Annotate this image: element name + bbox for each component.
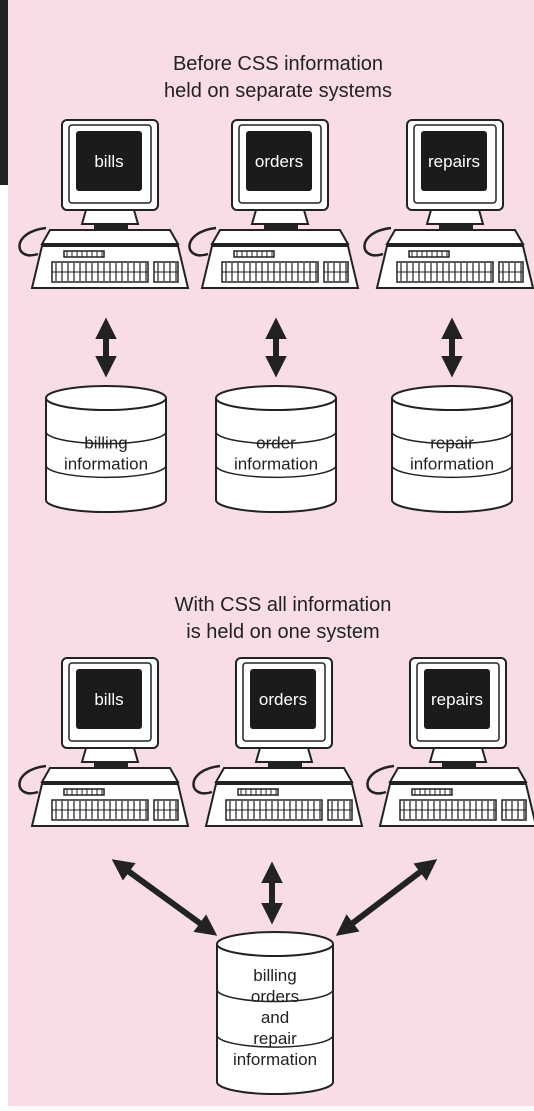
after-arrows — [111, 859, 438, 936]
database-label-line: billing — [84, 434, 127, 453]
base-unit — [388, 767, 528, 783]
database-label-line: information — [233, 1050, 317, 1069]
screen — [246, 131, 312, 191]
cable — [18, 764, 47, 795]
cable — [366, 764, 395, 795]
screen-label: repairs — [428, 152, 480, 171]
left-edge-bar — [0, 0, 8, 185]
database-label-line: and — [261, 1008, 289, 1027]
shared-computer-bills: bills — [18, 657, 190, 827]
shared-database: billing orders and repair information — [216, 931, 334, 1095]
monitor-stand — [428, 747, 488, 763]
monitor-stand — [80, 209, 140, 225]
base-unit — [40, 229, 180, 245]
database-label-line: billing — [253, 966, 296, 985]
shared-computer-repairs: repairs — [366, 657, 534, 827]
computer-orders: orders — [188, 119, 360, 289]
screen — [424, 669, 490, 729]
cable — [192, 764, 221, 795]
after-caption-line-1: With CSS all information — [175, 594, 392, 616]
screen-label: bills — [94, 690, 123, 709]
screen-label: orders — [255, 152, 303, 171]
base-unit — [40, 767, 180, 783]
database-label-line: repair — [253, 1029, 297, 1048]
database-label-line: orders — [251, 987, 299, 1006]
before-caption-line-1: Before CSS information — [173, 53, 383, 75]
cable — [363, 226, 392, 257]
cable — [188, 226, 217, 257]
database-label-line: information — [64, 455, 148, 474]
screen — [76, 131, 142, 191]
shared-computer-orders: orders — [192, 657, 364, 827]
database-label-line: information — [410, 455, 494, 474]
after-arrow-bills — [111, 859, 218, 936]
after-arrow-repairs — [335, 859, 438, 936]
after-caption-line-2: is held on one system — [186, 621, 379, 643]
database-label-line: repair — [430, 434, 474, 453]
database-label-line: information — [234, 455, 318, 474]
database-billing: billing information — [45, 385, 167, 513]
database-order: order information — [215, 385, 337, 513]
screen — [250, 669, 316, 729]
before-arrows — [95, 317, 463, 378]
monitor-stand — [425, 209, 485, 225]
monitor-stand — [80, 747, 140, 763]
monitor-stand — [254, 747, 314, 763]
cable — [18, 226, 47, 257]
screen — [421, 131, 487, 191]
before-caption-line-2: held on separate systems — [164, 80, 392, 102]
database-label-line: order — [256, 434, 296, 453]
screen-label: repairs — [431, 690, 483, 709]
base-unit — [214, 767, 354, 783]
computer-bills: bills — [18, 119, 190, 289]
base-unit — [210, 229, 350, 245]
monitor-stand — [250, 209, 310, 225]
screen-label: orders — [259, 690, 307, 709]
computer-repairs: repairs — [363, 119, 534, 289]
database-repair: repair information — [391, 385, 513, 513]
screen — [76, 669, 142, 729]
screen-label: bills — [94, 152, 123, 171]
base-unit — [385, 229, 525, 245]
